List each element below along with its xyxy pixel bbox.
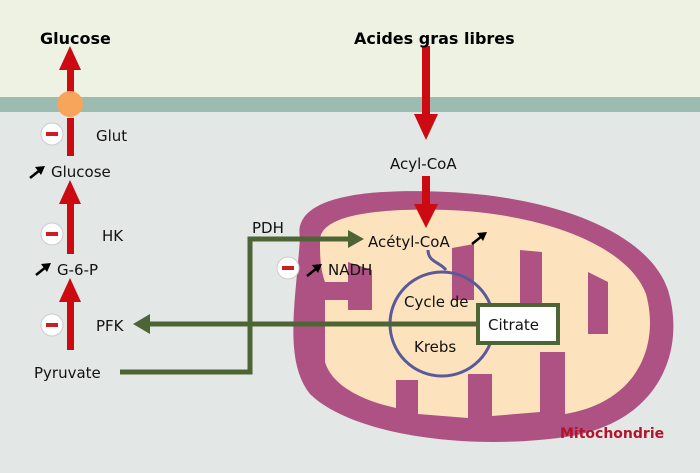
- crista: [588, 272, 608, 334]
- label-mitochondrie: Mitochondrie: [560, 426, 664, 442]
- label-hk: HK: [102, 227, 124, 245]
- inhibition-symbols: [40, 122, 300, 337]
- increase-acetyl-coa-icon: [471, 232, 487, 245]
- arrow-up-to-glucose: [59, 180, 81, 204]
- inhibit-hk-icon: [40, 222, 64, 246]
- label-acyl-coa: Acyl-CoA: [390, 155, 457, 173]
- arrowhead-to-pfk: [133, 314, 150, 334]
- label-pyruvate: Pyruvate: [34, 364, 101, 382]
- arrow-down-to-acetyl-coa: [414, 204, 438, 228]
- label-glucose: Glucose: [51, 163, 111, 181]
- arrow-down-to-acyl-coa: [414, 114, 438, 140]
- label-krebs-line2: Krebs: [414, 338, 456, 356]
- extracellular-zone: [0, 0, 700, 98]
- increase-nadh-icon: [306, 264, 322, 277]
- inhibit-pdh-icon: [276, 256, 300, 280]
- label-fatty-acids: Acides gras libres: [354, 29, 515, 48]
- glut-transporter: [57, 91, 83, 117]
- arrowhead-to-acetyl-coa: [348, 230, 364, 248]
- acetyl-coa-to-krebs-link: [426, 249, 448, 272]
- green-pathways: [120, 236, 478, 375]
- increase-g6p-icon: [35, 263, 51, 276]
- crista: [452, 244, 474, 300]
- increase-arrows: [29, 166, 487, 277]
- inhibit-pfk-icon: [40, 313, 64, 337]
- pdh-pathway-line: [120, 236, 350, 375]
- label-krebs-line1: Cycle de: [404, 293, 469, 311]
- label-glucose-extracellular: Glucose: [40, 29, 111, 48]
- crista: [348, 262, 372, 310]
- inhibit-glut-icon: [40, 122, 64, 146]
- increase-glucose-icon: [29, 166, 45, 179]
- arrow-up-to-g6p: [59, 278, 81, 302]
- arrow-up-glucose-out: [59, 46, 81, 70]
- label-pdh: PDH: [252, 219, 284, 237]
- cell-membrane: [0, 97, 700, 112]
- label-acetyl-coa: Acétyl-CoA: [368, 233, 450, 251]
- label-glut: Glut: [96, 127, 127, 145]
- red-arrows: [59, 46, 438, 350]
- label-pfk: PFK: [96, 317, 125, 335]
- crista: [520, 250, 542, 318]
- label-nadh: NADH: [328, 261, 372, 279]
- citrate-box: [476, 303, 560, 345]
- label-g6p: G-6-P: [57, 261, 98, 279]
- label-citrate: Citrate: [488, 316, 539, 334]
